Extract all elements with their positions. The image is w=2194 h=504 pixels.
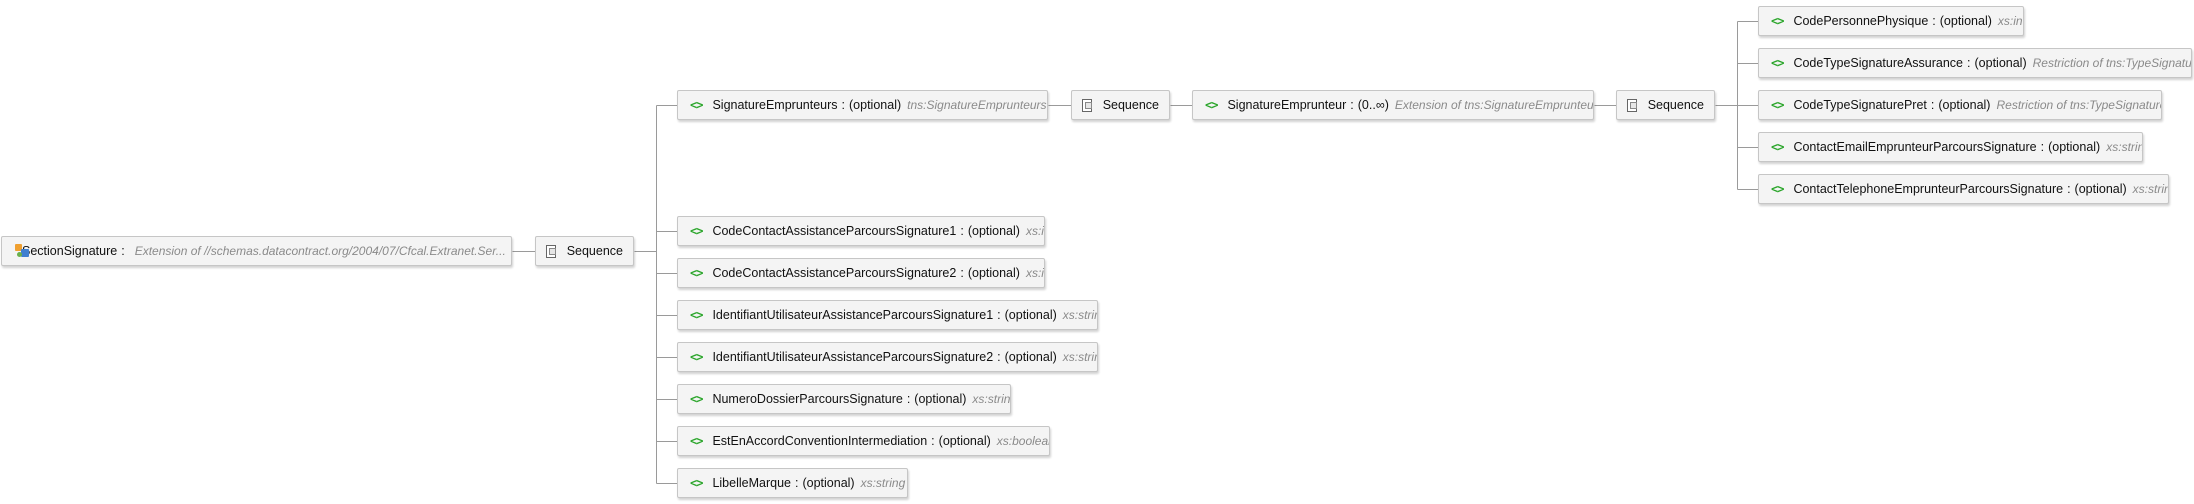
element-node[interactable]: <> CodeContactAssistanceParcoursSignatur… (677, 258, 1045, 288)
element-occurrence: (optional) (1004, 308, 1057, 322)
element-node[interactable]: <> ContactTelephoneEmprunteurParcoursSig… (1758, 174, 2169, 204)
sequence-node-signature-emprunteur[interactable]: Sequence (1616, 90, 1715, 120)
element-type: xs:boolean (996, 434, 1050, 448)
element-occurrence: (optional) (938, 434, 991, 448)
element-type: xs:string (1062, 350, 1097, 364)
element-icon: <> (690, 434, 703, 448)
element-icon: <> (1771, 14, 1784, 28)
element-node[interactable]: <> CodeContactAssistanceParcoursSignatur… (677, 216, 1045, 246)
sequence-icon (1082, 98, 1092, 112)
element-icon: <> (1771, 56, 1784, 70)
element-icon: <> (690, 350, 703, 364)
sequence-icon (1627, 98, 1637, 112)
element-node-signature-emprunteurs[interactable]: <> SignatureEmprunteurs: (optional) tns:… (677, 90, 1048, 120)
element-node[interactable]: <> NumeroDossierParcoursSignature: (opti… (677, 384, 1011, 414)
element-occurrence: (optional) (967, 266, 1020, 280)
element-name: CodeContactAssistanceParcoursSignature2 (712, 266, 957, 280)
element-name: LibelleMarque (712, 476, 791, 490)
element-icon: <> (1771, 140, 1784, 154)
sequence-icon (546, 244, 556, 258)
sequence-node-signature-emprunteurs[interactable]: Sequence (1071, 90, 1170, 120)
element-icon: <> (1771, 98, 1784, 112)
element-occurrence: (optional) (849, 98, 902, 112)
element-type: xs:string (2132, 182, 2168, 196)
element-node[interactable]: <> LibelleMarque: (optional) xs:string (677, 468, 908, 498)
element-node[interactable]: <> EstEnAccordConventionIntermediation: … (677, 426, 1050, 456)
element-name: IdentifiantUtilisateurAssistanceParcours… (712, 308, 994, 322)
element-name: CodeTypeSignatureAssurance (1793, 56, 1964, 70)
element-type: tns:SignatureEmprunteurs (907, 98, 1047, 112)
element-icon: <> (690, 98, 703, 112)
element-occurrence: (optional) (1939, 14, 1992, 28)
element-occurrence: (optional) (802, 476, 855, 490)
element-icon: <> (1205, 98, 1218, 112)
element-node[interactable]: <> CodePersonnePhysique: (optional) xs:i… (1758, 6, 2024, 36)
element-occurrence: (optional) (2074, 182, 2127, 196)
element-icon: <> (690, 476, 703, 490)
element-icon: <> (690, 392, 703, 406)
element-type: xs:int (1025, 224, 1044, 238)
element-node[interactable]: <> CodeTypeSignaturePret: (optional) Res… (1758, 90, 2162, 120)
element-icon: <> (1771, 182, 1784, 196)
element-type: xs:string (1062, 308, 1097, 322)
root-element-node[interactable]: SectionSignature: Extension of //schemas… (1, 236, 512, 266)
element-name: EstEnAccordConventionIntermediation (712, 434, 928, 448)
element-icon: <> (690, 224, 703, 238)
element-name: ContactTelephoneEmprunteurParcoursSignat… (1793, 182, 2064, 196)
element-occurrence: (optional) (1938, 98, 1991, 112)
element-icon: <> (690, 266, 703, 280)
element-type: xs:string (860, 476, 906, 490)
element-type: Restriction of tns:TypeSignature (1996, 98, 2162, 112)
element-type: Extension of //schemas.datacontract.org/… (134, 244, 506, 258)
element-node[interactable]: <> CodeTypeSignatureAssurance: (optional… (1758, 48, 2192, 78)
sequence-node-root[interactable]: Sequence (535, 236, 634, 266)
element-name: CodeTypeSignaturePret (1793, 98, 1927, 112)
element-occurrence: (0..∞) (1357, 98, 1389, 112)
sequence-label: Sequence (1647, 98, 1704, 112)
sequence-label: Sequence (1102, 98, 1159, 112)
element-name: CodePersonnePhysique (1793, 14, 1929, 28)
element-node[interactable]: <> ContactEmailEmprunteurParcoursSignatu… (1758, 132, 2143, 162)
element-icon: <> (690, 308, 703, 322)
element-type: xs:string (972, 392, 1011, 406)
element-name: SignatureEmprunteur (1227, 98, 1347, 112)
element-type: xs:int (1997, 14, 2024, 28)
element-type: xs:string (2106, 140, 2142, 154)
element-node[interactable]: <> IdentifiantUtilisateurAssistanceParco… (677, 342, 1098, 372)
element-occurrence: (optional) (1974, 56, 2027, 70)
element-node-signature-emprunteur[interactable]: <> SignatureEmprunteur: (0..∞) Extension… (1192, 90, 1594, 120)
element-name: SignatureEmprunteurs (712, 98, 838, 112)
element-node[interactable]: <> IdentifiantUtilisateurAssistanceParco… (677, 300, 1098, 330)
element-name: NumeroDossierParcoursSignature (712, 392, 903, 406)
element-name: ContactEmailEmprunteurParcoursSignature (1793, 140, 2037, 154)
sequence-label: Sequence (566, 244, 623, 258)
element-type: xs:int (1025, 266, 1044, 280)
element-name: IdentifiantUtilisateurAssistanceParcours… (712, 350, 994, 364)
element-name: CodeContactAssistanceParcoursSignature1 (712, 224, 957, 238)
element-occurrence: (optional) (1004, 350, 1057, 364)
element-occurrence: (optional) (967, 224, 1020, 238)
element-type: Restriction of tns:TypeSignature (2032, 56, 2192, 70)
element-occurrence: (optional) (2048, 140, 2101, 154)
element-type: Extension of tns:SignatureEmprunteur (1394, 98, 1594, 112)
element-occurrence: (optional) (914, 392, 967, 406)
element-name: SectionSignature (22, 244, 118, 258)
